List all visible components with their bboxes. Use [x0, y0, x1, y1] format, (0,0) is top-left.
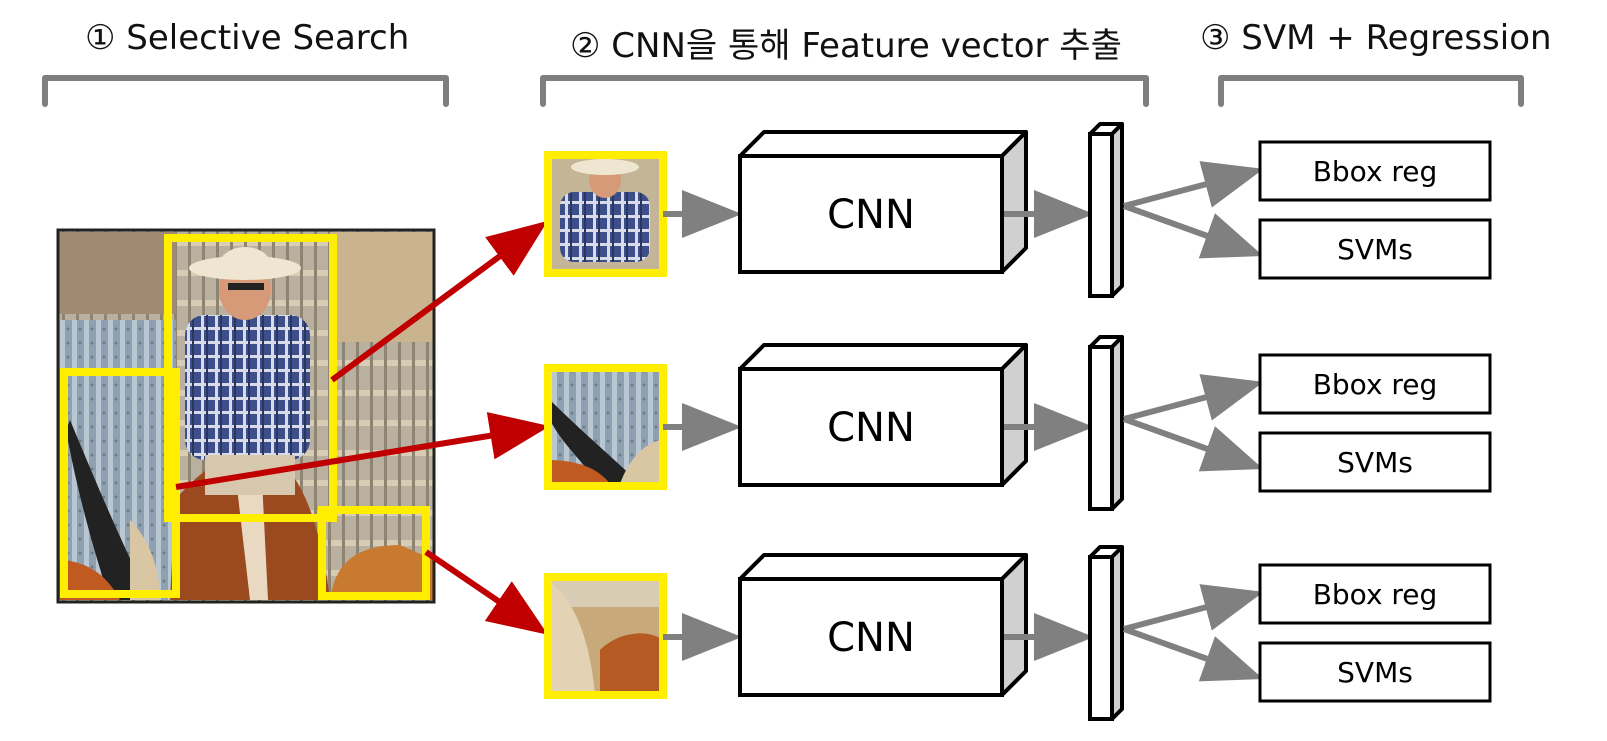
- warped-region-2: [544, 364, 667, 490]
- feature-vector: [1088, 335, 1124, 511]
- bracket-cnn: [540, 75, 1149, 107]
- arrow-to-svms: [1122, 626, 1264, 682]
- svms-box: SVMs: [1258, 431, 1492, 493]
- bbox-reg-box-label: Bbox reg: [1313, 578, 1438, 611]
- arrow-to-svms: [1122, 416, 1264, 472]
- warped-region-1: [544, 151, 667, 277]
- svms-box: SVMs: [1258, 641, 1492, 703]
- proposal-arrow-2: [175, 412, 550, 490]
- input-photo: [56, 228, 436, 604]
- svms-box-label: SVMs: [1337, 446, 1413, 479]
- feature-vector: [1088, 545, 1124, 721]
- region-box-left: [60, 368, 180, 598]
- svms-box-label: SVMs: [1337, 233, 1413, 266]
- proposal-arrows: [175, 220, 550, 635]
- stage-title-selective-search: ① Selective Search: [85, 18, 410, 58]
- cnn-label: CNN: [827, 405, 915, 451]
- bbox-reg-box: Bbox reg: [1258, 140, 1492, 202]
- cnn-box: CNN: [738, 130, 1028, 274]
- cnn-box: CNN: [738, 343, 1028, 487]
- cnn-label: CNN: [827, 192, 915, 238]
- bbox-reg-box: Bbox reg: [1258, 353, 1492, 415]
- bbox-reg-box-label: Bbox reg: [1313, 368, 1438, 401]
- stage-title-svm-regression: ③ SVM + Regression: [1200, 18, 1552, 58]
- cnn-label: CNN: [827, 615, 915, 661]
- feature-vector: [1088, 122, 1124, 298]
- arrow-to-bbox-reg: [1123, 161, 1264, 209]
- svms-box-label: SVMs: [1337, 656, 1413, 689]
- bracket-selective-search: [42, 75, 449, 107]
- svms-box: SVMs: [1258, 218, 1492, 280]
- proposal-arrow-1: [330, 220, 548, 383]
- bbox-reg-box-label: Bbox reg: [1313, 155, 1438, 188]
- bbox-reg-box: Bbox reg: [1258, 563, 1492, 625]
- arrow-to-bbox-reg: [1123, 374, 1264, 422]
- arrow-to-bbox-reg: [1123, 584, 1264, 632]
- arrow-to-svms: [1122, 203, 1264, 259]
- stage-title-cnn-feature: ② CNN을 통해 Feature vector 추출: [570, 26, 1122, 66]
- cnn-box: CNN: [738, 553, 1028, 697]
- warped-region-3: [544, 573, 667, 699]
- bracket-svm: [1218, 75, 1524, 107]
- proposal-arrow-3: [424, 549, 548, 635]
